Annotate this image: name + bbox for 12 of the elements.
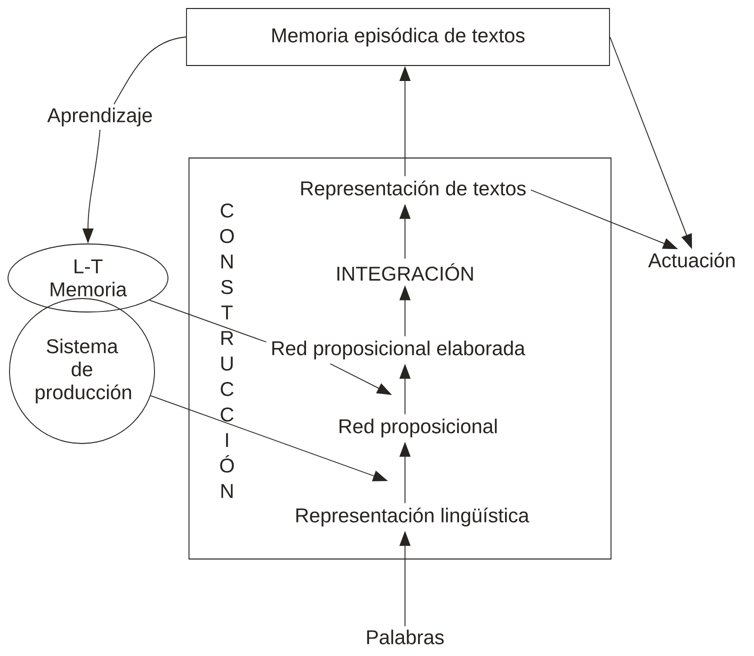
input-label: Palabras [367, 630, 444, 644]
vertical-label: CONSTRUCCIÓN [220, 203, 234, 498]
output-label: Actuación [648, 252, 735, 268]
stage-label: Representación lingüística [296, 508, 530, 526]
stage-label: INTEGRACIÓN [337, 263, 473, 281]
memory-box: Memoria episódica de textos [186, 8, 610, 66]
connector-line [114, 36, 186, 105]
stage-label: Red proposicional [340, 418, 497, 438]
stage-label: Representación de textos [301, 180, 526, 200]
connector-line [149, 300, 267, 342]
stage-label: Red proposicional elaborada [272, 340, 526, 360]
process-label: Aprendizaje [47, 108, 152, 126]
